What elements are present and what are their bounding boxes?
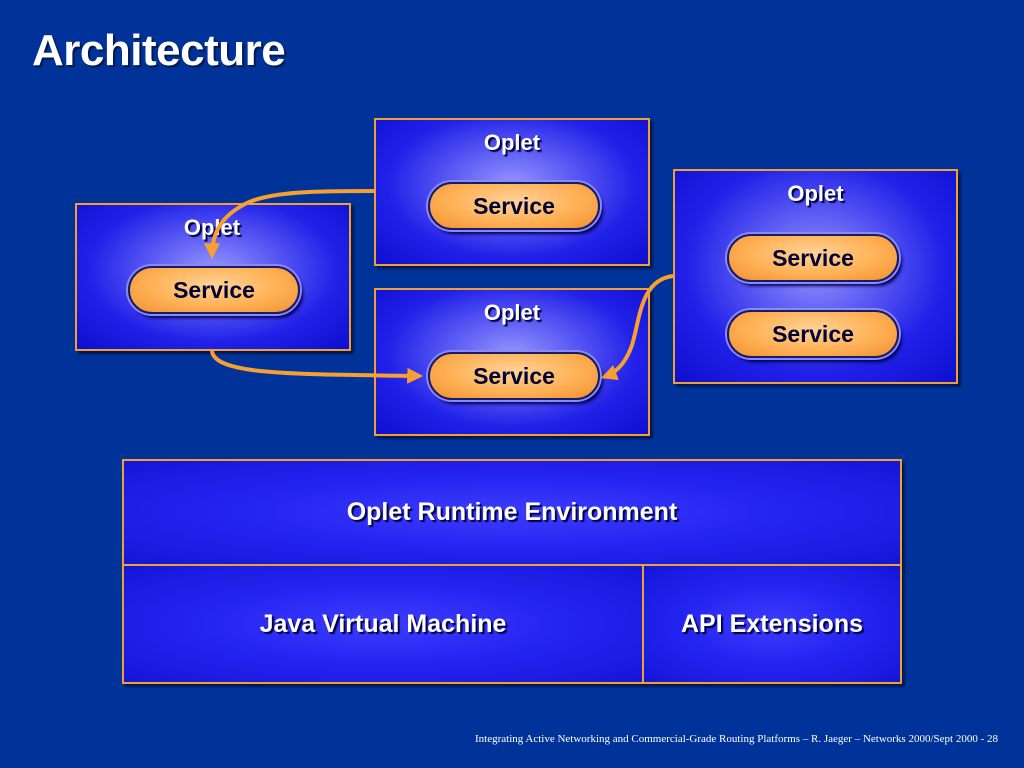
oplet-right: Oplet Service Service [673,169,958,384]
oplet-label: Oplet [483,300,541,325]
service-pill: Service [428,182,600,230]
service-pill: Service [428,352,600,400]
oplet-label: Oplet [183,215,241,240]
oplet-label: Oplet [787,181,844,206]
api-extensions-label: API Extensions [681,609,863,638]
slide-title: Architecture [32,26,286,75]
oplet-top-middle: Oplet Service [374,118,650,266]
service-pill: Service [727,234,899,282]
runtime-environment-label: Oplet Runtime Environment [346,498,678,526]
api-extensions-layer: API Extensions [642,564,902,684]
oplet-label: Oplet [483,130,541,155]
jvm-layer: Java Virtual Machine [122,564,644,684]
service-pill: Service [128,266,300,314]
runtime-environment-layer: Oplet Runtime Environment [122,459,902,566]
service-pill: Service [727,310,899,358]
jvm-label: Java Virtual Machine [259,609,507,638]
oplet-bottom-middle: Oplet Service [374,288,650,436]
oplet-left: Oplet Service [75,203,351,351]
slide-footer: Integrating Active Networking and Commer… [474,733,998,745]
